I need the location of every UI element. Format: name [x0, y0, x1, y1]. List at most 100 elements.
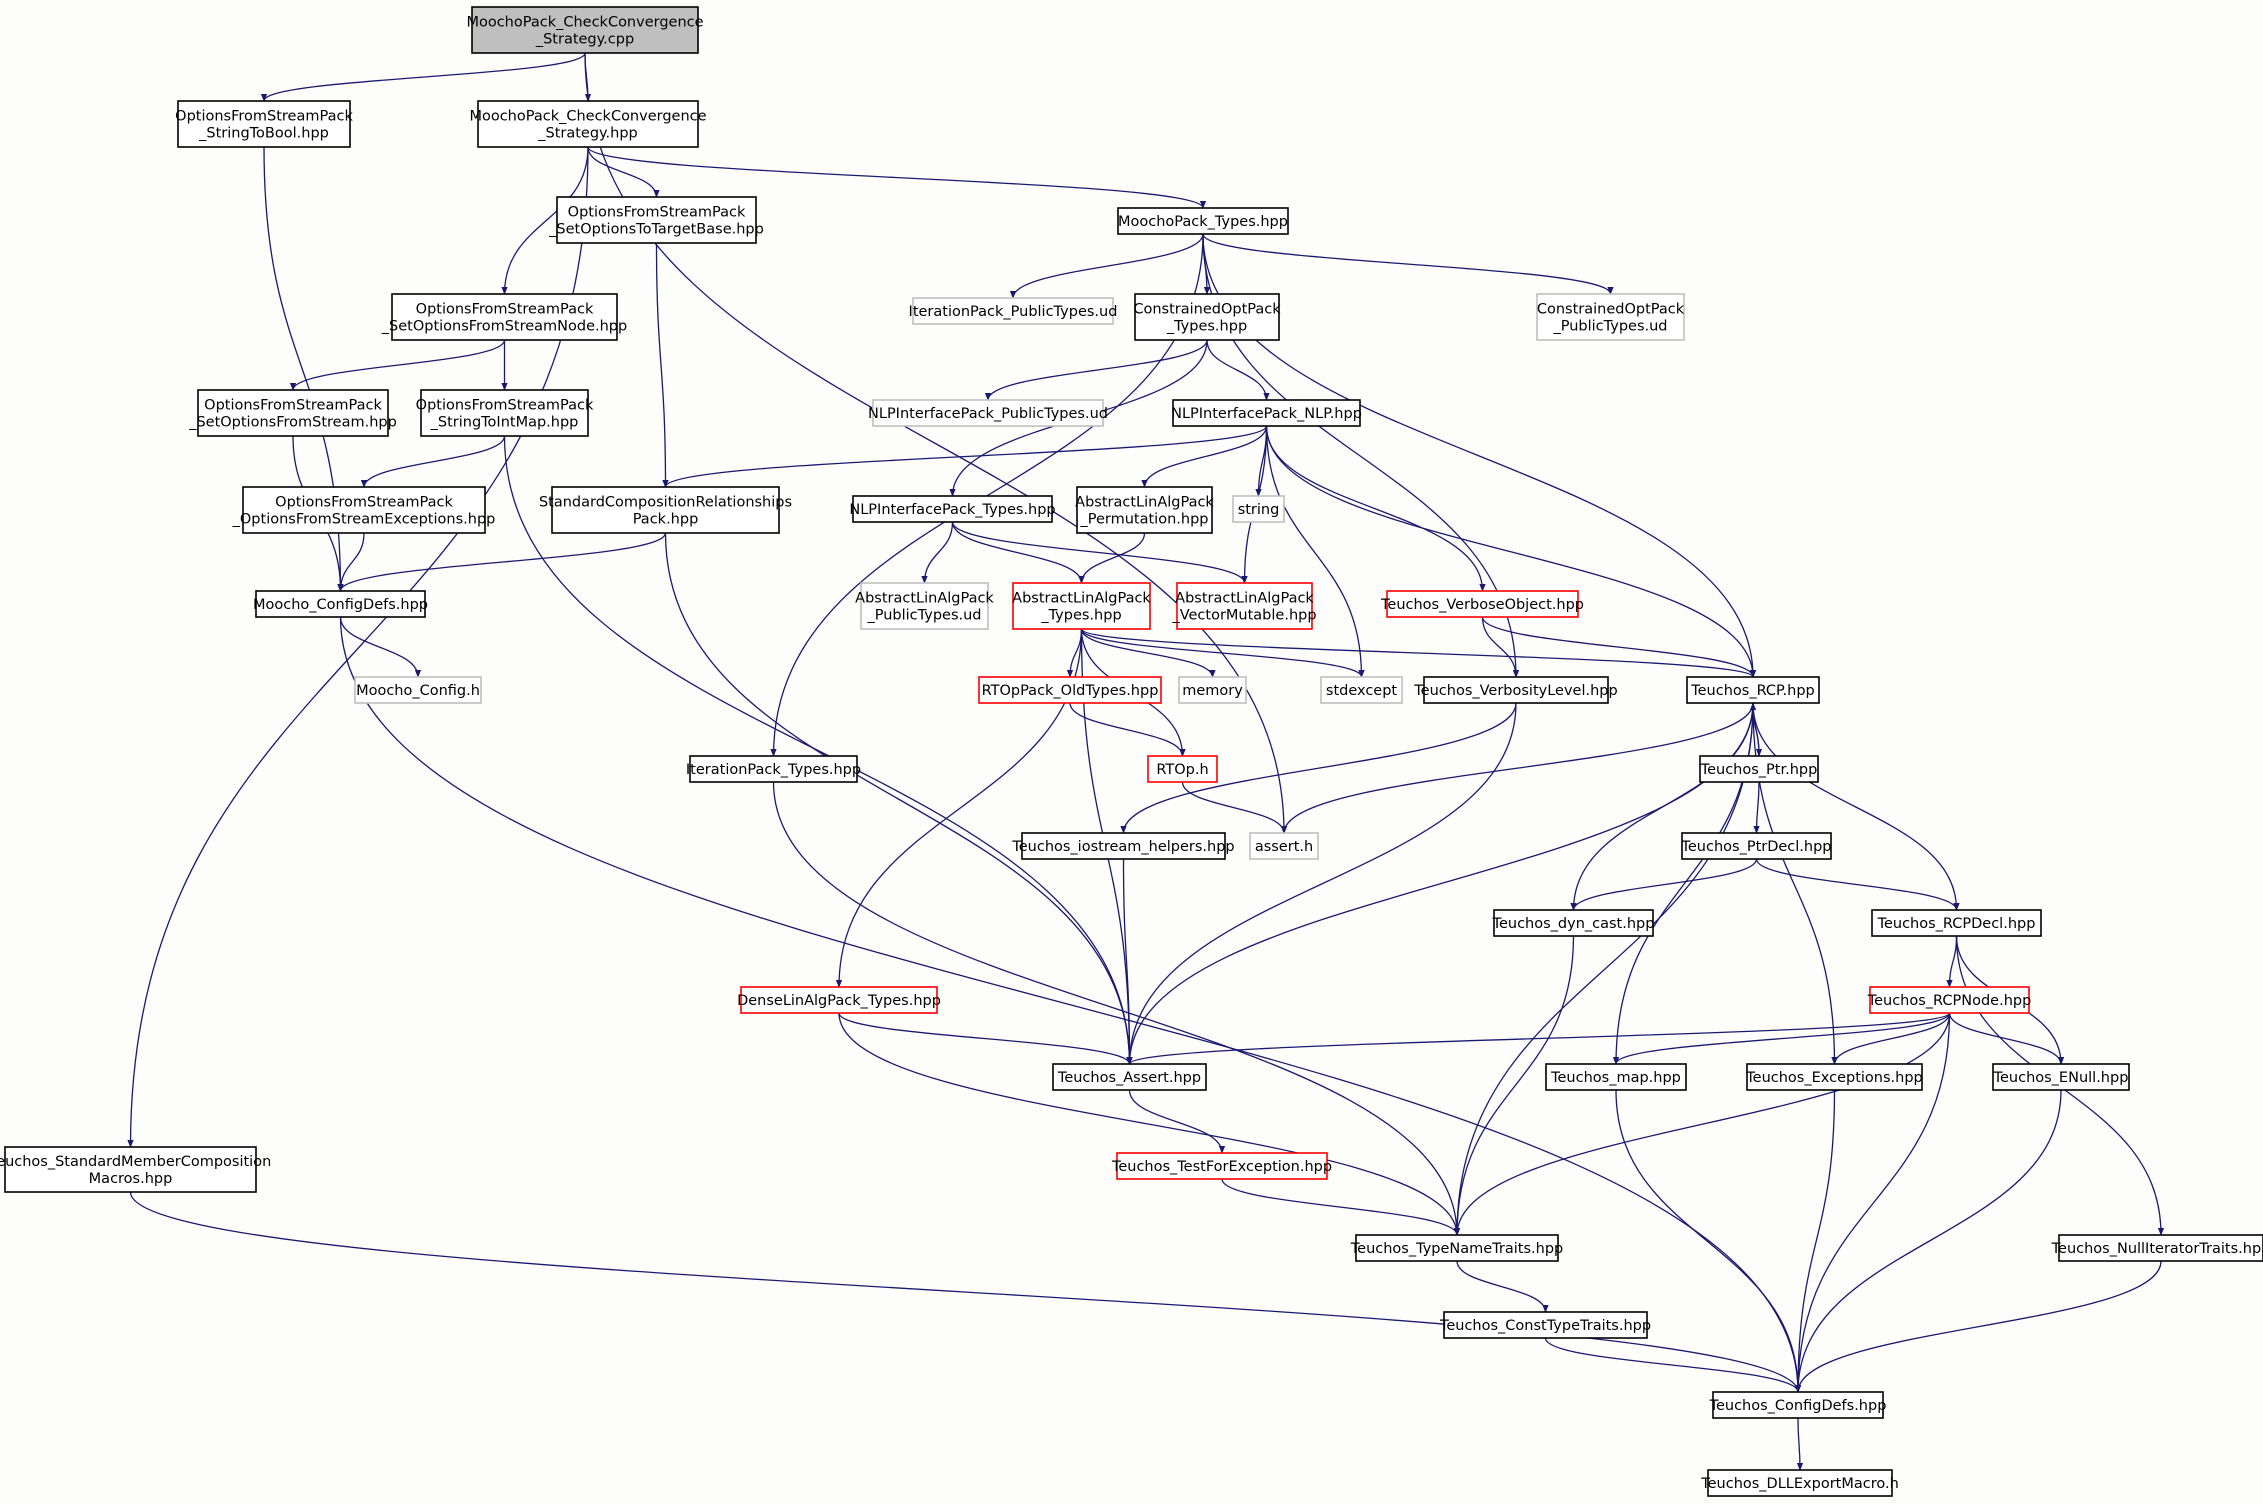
node-memory[interactable]: memory: [1178, 676, 1247, 704]
edge-moocho_configdefs-to-moocho_config: [339, 616, 422, 678]
edge-ptrdecl-to-dyn_cast: [1570, 858, 1758, 911]
node-ptrdecl[interactable]: Teuchos_PtrDecl.hpp: [1680, 832, 1832, 860]
node-label-line: Teuchos_ConfigDefs.hpp: [1709, 1398, 1887, 1414]
edge-path: [1265, 425, 1365, 678]
node-box: [1699, 755, 1819, 783]
node-box: [391, 293, 618, 341]
node-ala_types[interactable]: AbstractLinAlgPack_Types.hpp: [1012, 582, 1151, 630]
node-verbosity_level[interactable]: Teuchos_VerbosityLevel.hpp: [1413, 676, 1618, 704]
node-typenametraits[interactable]: Teuchos_TypeNameTraits.hpp: [1350, 1234, 1563, 1262]
node-rtop_oldtypes[interactable]: RTOpPack_OldTypes.hpp: [978, 676, 1162, 704]
node-consttypetraits[interactable]: Teuchos_ConstTypeTraits.hpp: [1439, 1311, 1651, 1339]
node-stdmembercomp[interactable]: Teuchos_StandardMemberCompositionMacros.…: [0, 1146, 271, 1193]
node-rtop_h[interactable]: RTOp.h: [1147, 755, 1218, 783]
edge-path: [984, 339, 1208, 401]
node-ofsp_stringtobool[interactable]: OptionsFromStreamPack_StringToBool.hpp: [175, 100, 353, 148]
node-nlpif_nlp[interactable]: NLPInterfacePack_NLP.hpp: [1171, 399, 1362, 427]
edge-verbose_object-to-verbosity_level: [1481, 616, 1520, 678]
edge-dyn_cast-to-typenametraits: [1453, 935, 1575, 1236]
node-box: [551, 486, 780, 534]
edge-ofsp_setoptsfromstreamnode-to-ofsp_setoptsfromstream: [289, 339, 506, 391]
node-box: [1686, 676, 1820, 704]
node-mp_types[interactable]: MoochoPack_Types.hpp: [1117, 207, 1289, 235]
node-ofsp_setoptstotarget[interactable]: OptionsFromStreamPack_SetOptionsToTarget…: [548, 196, 764, 244]
node-ofsp_setoptsfromstream[interactable]: OptionsFromStreamPack_SetOptionsFromStre…: [188, 389, 397, 437]
node-label-line: Teuchos_TestForException.hpp: [1111, 1159, 1332, 1175]
node-iostream_helpers[interactable]: Teuchos_iostream_helpers.hpp: [1011, 832, 1235, 860]
node-verbose_object[interactable]: Teuchos_VerboseObject.hpp: [1380, 590, 1584, 618]
nodes-layer: MoochoPack_CheckConvergence_Strategy.cpp…: [0, 6, 2263, 1497]
node-box: [354, 676, 482, 704]
node-rcpnode[interactable]: Teuchos_RCPNode.hpp: [1867, 986, 2032, 1014]
node-label-line: Teuchos_Exceptions.hpp: [1745, 1070, 1922, 1086]
node-constrainedopt_types[interactable]: ConstrainedOptPack_Types.hpp: [1133, 293, 1281, 341]
node-ala_vecmut[interactable]: AbstractLinAlgPack_VectorMutable.hpp: [1171, 582, 1317, 630]
edge-nulliteratortraits-to-teuchos_configdefs: [1794, 1260, 2162, 1393]
node-teuchos_configdefs[interactable]: Teuchos_ConfigDefs.hpp: [1709, 1391, 1887, 1419]
node-teuchos_ptr[interactable]: Teuchos_Ptr.hpp: [1699, 755, 1819, 783]
node-label-line: _StringToIntMap.hpp: [430, 415, 579, 431]
node-box: [255, 590, 426, 618]
node-label-line: OptionsFromStreamPack: [275, 495, 453, 511]
node-teuchos_rcp[interactable]: Teuchos_RCP.hpp: [1686, 676, 1820, 704]
node-dyn_cast[interactable]: Teuchos_dyn_cast.hpp: [1492, 909, 1655, 937]
node-constrainedopt_publictypes[interactable]: ConstrainedOptPack_PublicTypes.ud: [1536, 293, 1685, 341]
edge-path: [1009, 233, 1204, 299]
node-label-line: Teuchos_RCPDecl.hpp: [1877, 916, 2036, 932]
edge-path: [1794, 1012, 1951, 1393]
node-label-line: Teuchos_RCP.hpp: [1690, 683, 1815, 699]
node-moocho_configdefs[interactable]: Moocho_ConfigDefs.hpp: [253, 590, 428, 618]
edge-stdcomp-to-moocho_configdefs: [337, 532, 667, 592]
node-ala_publictypes[interactable]: AbstractLinAlgPack_PublicTypes.ud: [855, 582, 994, 630]
node-teuchos_enull[interactable]: Teuchos_ENull.hpp: [1992, 1063, 2130, 1091]
node-testforexception[interactable]: Teuchos_TestForException.hpp: [1111, 1152, 1332, 1180]
edge-stdmembercomp-to-teuchos_configdefs: [129, 1191, 1802, 1393]
node-ala_perm[interactable]: AbstractLinAlgPack_Permutation.hpp: [1075, 486, 1214, 534]
edge-testforexception-to-typenametraits: [1221, 1178, 1461, 1236]
node-nulliteratortraits[interactable]: Teuchos_NullIteratorTraits.hpp: [2051, 1234, 2263, 1262]
edge-path: [1752, 702, 1960, 911]
node-ofsp_setoptsfromstreamnode[interactable]: OptionsFromStreamPack_SetOptionsFromStre…: [381, 293, 627, 341]
node-ofsp_stringtointmap[interactable]: OptionsFromStreamPack_StringToIntMap.hpp: [416, 389, 594, 437]
edge-path: [1570, 858, 1758, 911]
node-label-line: Teuchos_NullIteratorTraits.hpp: [2051, 1241, 2263, 1257]
node-dla_types[interactable]: DenseLinAlgPack_Types.hpp: [737, 986, 941, 1014]
edge-rcpnode-to-typenametraits: [1453, 1012, 1951, 1236]
node-mp_checkconv_hpp[interactable]: MoochoPack_CheckConvergence_Strategy.hpp: [469, 100, 707, 148]
node-teuchos_assert[interactable]: Teuchos_Assert.hpp: [1052, 1063, 1207, 1091]
node-nlpif_types[interactable]: NLPInterfacePack_Types.hpp: [849, 495, 1056, 523]
node-string[interactable]: string: [1232, 495, 1285, 523]
node-iterpack_publictypes[interactable]: IterationPack_PublicTypes.ud: [909, 297, 1118, 325]
node-rcpdecl[interactable]: Teuchos_RCPDecl.hpp: [1871, 909, 2042, 937]
node-assert_h[interactable]: assert.h: [1249, 832, 1319, 860]
node-teuchos_exceptions[interactable]: Teuchos_Exceptions.hpp: [1745, 1063, 1923, 1091]
node-box: [1443, 1311, 1648, 1339]
node-ofsp_exceptions[interactable]: OptionsFromStreamPack_OptionsFromStreamE…: [232, 486, 496, 534]
node-iterpack_types[interactable]: IterationPack_Types.hpp: [686, 755, 861, 783]
node-stdexcept[interactable]: stdexcept: [1320, 676, 1403, 704]
edge-nlpif_types-to-ala_types: [951, 521, 1085, 584]
edge-path: [1126, 702, 1517, 1065]
node-label-line: OptionsFromStreamPack: [204, 398, 382, 414]
edge-ofsp_exceptions-to-moocho_configdefs: [337, 532, 365, 592]
node-teuchos_map[interactable]: Teuchos_map.hpp: [1545, 1063, 1687, 1091]
edge-ofsp_stringtointmap-to-ofsp_exceptions: [360, 435, 506, 488]
edge-path: [1946, 935, 1958, 988]
node-label-line: _Types.hpp: [1166, 319, 1247, 335]
node-moocho_config[interactable]: Moocho_Config.h: [354, 676, 482, 704]
node-root[interactable]: MoochoPack_CheckConvergence_Strategy.cpp: [466, 6, 704, 54]
node-box: [1134, 293, 1280, 341]
node-box: [1536, 293, 1685, 341]
edge-path: [921, 521, 954, 584]
node-box: [912, 297, 1114, 325]
node-dllexport[interactable]: Teuchos_DLLExportMacro.h: [1700, 1469, 1899, 1497]
node-label-line: MoochoPack_CheckConvergence: [469, 109, 706, 125]
edge-path: [1544, 1337, 1802, 1393]
node-box: [1712, 1391, 1884, 1419]
node-box: [1869, 986, 2030, 1014]
edge-ala_types-to-memory: [1080, 628, 1216, 678]
node-nlpif_publictypes[interactable]: NLPInterfacePack_PublicTypes.ud: [868, 399, 1108, 427]
node-label-line: Macros.hpp: [89, 1171, 173, 1187]
